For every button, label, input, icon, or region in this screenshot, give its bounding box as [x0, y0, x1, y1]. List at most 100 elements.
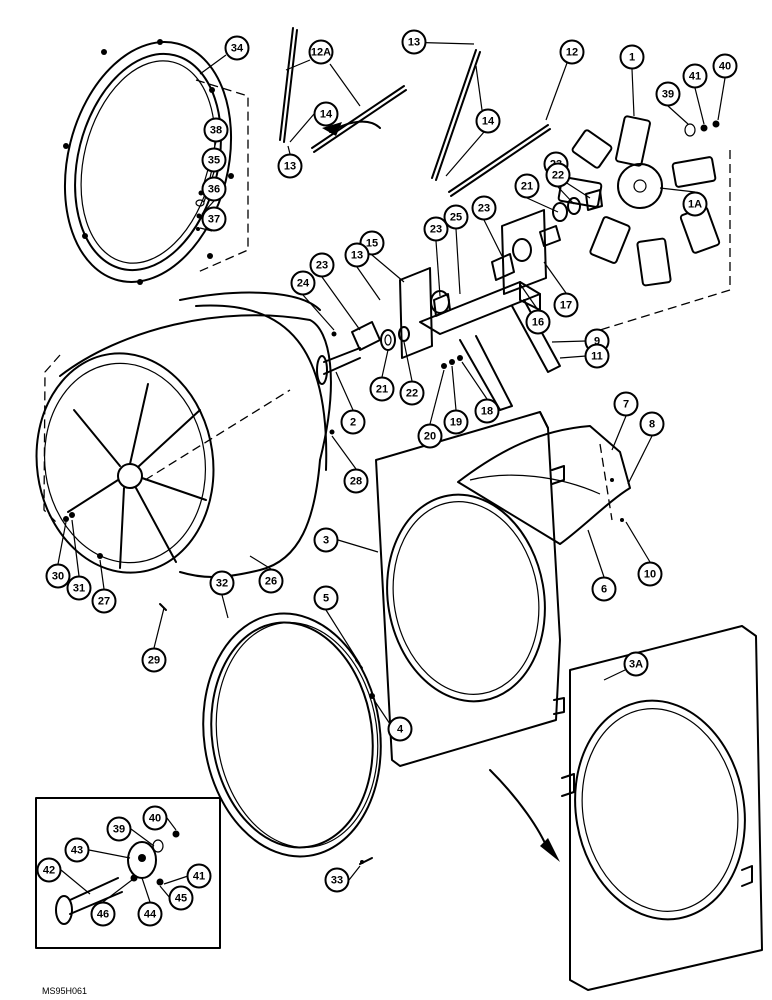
callout-3: 3 — [313, 527, 339, 553]
callout-2: 2 — [340, 409, 366, 435]
callout-circle — [559, 39, 585, 65]
callout-39: 39 — [106, 816, 132, 842]
callout-circle — [712, 53, 738, 79]
rods — [279, 27, 551, 197]
callout-20: 20 — [417, 423, 443, 449]
callout-31: 31 — [66, 575, 92, 601]
callout-number: 17 — [560, 300, 572, 312]
callout-circle — [106, 816, 132, 842]
hardware-35-38 — [195, 190, 205, 231]
callout-circle — [142, 805, 168, 831]
callout-29: 29 — [141, 647, 167, 673]
callout-circle — [313, 585, 339, 611]
callout-27: 27 — [91, 588, 117, 614]
hardware-18-20 — [441, 355, 463, 369]
callout-number: 23 — [478, 203, 490, 215]
callout-number: 41 — [193, 871, 205, 883]
callout-number: 22 — [406, 388, 418, 400]
callout-labels: 3412A131214041391414382335132122361A2337… — [36, 29, 738, 927]
callout-15: 15 — [359, 230, 385, 256]
callout-number: 45 — [175, 893, 187, 905]
callout-number: 39 — [113, 824, 125, 836]
fan-1 — [557, 115, 731, 331]
callout-circle — [613, 391, 639, 417]
callout-32: 32 — [209, 570, 235, 596]
callout-number: 1A — [688, 199, 702, 211]
callout-number: 13 — [351, 250, 363, 262]
callout-6: 6 — [591, 576, 617, 602]
callout-circle — [343, 468, 369, 494]
callout-number: 36 — [208, 184, 220, 196]
callout-circle — [471, 195, 497, 221]
callout-number: 32 — [216, 578, 228, 590]
callout-circle — [443, 204, 469, 230]
callout-26: 26 — [258, 568, 284, 594]
callout-number: 23 — [316, 260, 328, 272]
callout-circle — [309, 252, 335, 278]
callout-23: 23 — [471, 195, 497, 221]
callout-number: 13 — [408, 37, 420, 49]
callout-11: 11 — [584, 343, 610, 369]
callout-circle — [423, 216, 449, 242]
callout-number: 22 — [552, 170, 564, 182]
callout-13: 13 — [344, 242, 370, 268]
callout-30: 30 — [45, 563, 71, 589]
callout-number: 19 — [450, 417, 462, 429]
callout-41: 41 — [186, 863, 212, 889]
callout-10: 10 — [637, 561, 663, 587]
callout-4: 4 — [387, 716, 413, 742]
callout-circle — [682, 191, 708, 217]
callout-44: 44 — [137, 901, 163, 927]
callout-38: 38 — [203, 117, 229, 143]
callout-circle — [545, 162, 571, 188]
callout-circle — [277, 153, 303, 179]
callout-number: 46 — [97, 909, 109, 921]
callout-23: 23 — [423, 216, 449, 242]
callout-46: 46 — [90, 901, 116, 927]
callout-circle — [224, 35, 250, 61]
callout-number: 12 — [566, 47, 578, 59]
callout-7: 7 — [613, 391, 639, 417]
callout-12: 12 — [559, 39, 585, 65]
callout-number: 21 — [521, 181, 533, 193]
callout-circle — [201, 147, 227, 173]
callout-number: 40 — [719, 61, 731, 73]
callout-number: 7 — [623, 399, 629, 411]
callout-number: 12A — [311, 47, 331, 59]
panel-3 — [355, 411, 565, 767]
callout-25: 25 — [443, 204, 469, 230]
callout-number: 9 — [594, 336, 600, 348]
callout-14: 14 — [313, 101, 339, 127]
callout-circle — [474, 398, 500, 424]
callout-circle — [401, 29, 427, 55]
callout-circle — [525, 309, 551, 335]
callout-3a: 3A — [623, 651, 649, 677]
callout-number: 39 — [662, 89, 674, 101]
callout-5: 5 — [313, 585, 339, 611]
hardware-33 — [359, 857, 373, 865]
callout-1: 1 — [619, 44, 645, 70]
callout-circle — [584, 343, 610, 369]
callout-number: 20 — [424, 431, 436, 443]
callout-number: 24 — [297, 278, 310, 290]
callout-circle — [399, 380, 425, 406]
callout-8: 8 — [639, 411, 665, 437]
callout-number: 3 — [323, 535, 329, 547]
callout-circle — [623, 651, 649, 677]
callout-21: 21 — [514, 173, 540, 199]
callout-circle — [475, 108, 501, 134]
callout-number: 3A — [629, 659, 643, 671]
callout-circle — [514, 173, 540, 199]
callout-number: 2 — [350, 417, 356, 429]
callout-19: 19 — [443, 409, 469, 435]
baffle-6 — [457, 425, 631, 545]
callout-28: 28 — [343, 468, 369, 494]
callout-circle — [313, 101, 339, 127]
callout-number: 28 — [350, 476, 362, 488]
callout-circle — [64, 837, 90, 863]
callout-35: 35 — [201, 147, 227, 173]
callout-number: 26 — [265, 576, 277, 588]
callout-circle — [344, 242, 370, 268]
callout-circle — [369, 376, 395, 402]
